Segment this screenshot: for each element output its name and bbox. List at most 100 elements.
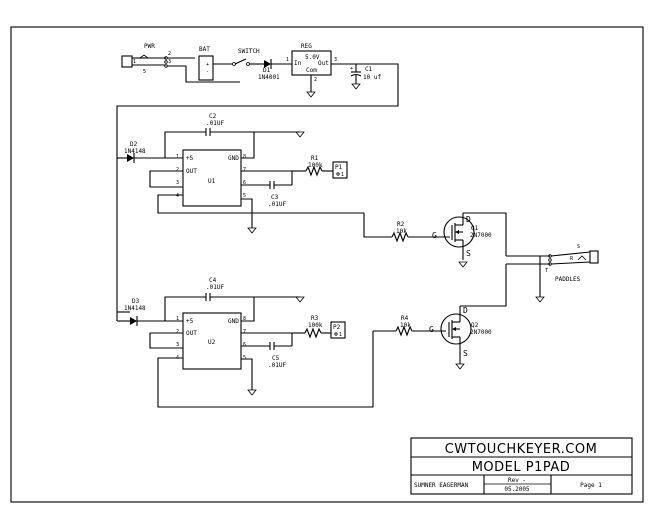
reg-in: In (294, 60, 302, 67)
ground-symbol (306, 91, 316, 98)
revision-date: 05.2005 (504, 486, 530, 493)
d2-part: 1N4148 (124, 148, 146, 155)
r3-value: 100k (308, 322, 323, 329)
power-jack (121, 54, 168, 68)
mosfet-q2 (440, 306, 472, 364)
power-switch (232, 58, 250, 66)
u1-pin-7: 7 (243, 167, 246, 173)
q2-label: Q2 (471, 322, 479, 329)
model-name: MODEL P1PAD (472, 460, 571, 475)
u1-pin-2: 2 (176, 167, 179, 173)
svg-text:+: + (350, 66, 353, 72)
resistor-r4 (395, 325, 413, 337)
r2-label: R2 (397, 221, 405, 228)
q1-drain: D (466, 215, 471, 224)
capacitor-c1: + (350, 64, 362, 84)
ground-symbol (247, 389, 257, 396)
p2-pin: 1 (339, 332, 342, 338)
reg-pin-2: 2 (314, 77, 317, 83)
revision: Rev - (508, 477, 526, 484)
author-name: SUMNER EAGERMAN (414, 482, 469, 489)
q2-drain: D (463, 306, 468, 315)
q2-source: S (463, 349, 468, 358)
header-p2 (330, 321, 346, 339)
battery-switch (198, 55, 214, 81)
p1-label: P1 (335, 164, 343, 171)
drawing-border (10, 26, 644, 503)
resistor-r3 (304, 327, 322, 339)
d1-label: D1 (263, 67, 271, 74)
reg-pin-1: 1 (286, 57, 289, 63)
reg-voltage: 5.0V (305, 54, 320, 61)
page-number: Page 1 (580, 482, 602, 489)
u2-pin-name-out: OUT (186, 330, 197, 337)
u2-pin-name-vcc: +5 (186, 318, 194, 325)
u2-pin-3: 3 (176, 342, 179, 348)
pwr-pin-1: 1 (133, 59, 136, 65)
reg-com: Com (306, 67, 317, 74)
reg-label: REG (301, 43, 312, 50)
u1-pin-6: 6 (243, 180, 246, 186)
d2-label: D2 (130, 141, 138, 148)
paddles-pin-t: T (545, 268, 548, 274)
c2-label: C2 (209, 113, 217, 120)
batt-plus-mark: + (206, 62, 209, 68)
c4-label: C4 (209, 277, 217, 284)
resistor-r2 (391, 231, 409, 243)
u1-pin-name-vcc: +5 (186, 155, 194, 162)
u2-label: U2 (208, 339, 216, 346)
r3-label: R3 (311, 315, 319, 322)
r1-value: 100k (308, 162, 323, 169)
u2-pin-5: 5 (243, 355, 246, 361)
u2-pin-7: 7 (243, 329, 246, 335)
ground-symbol (535, 296, 545, 303)
pwr-pin-3: 3 (168, 59, 171, 65)
ic-u1 (182, 149, 242, 207)
diode-d3 (130, 316, 138, 326)
r4-value: 10k (400, 322, 411, 329)
batt-minus-mark: - (206, 69, 209, 75)
u2-pin-name-gnd: GND (228, 318, 239, 325)
c4-value: .01UF (206, 284, 224, 291)
c2-value: .01UF (206, 120, 224, 127)
company-name: CWTOUCHKEYER.COM (445, 442, 598, 457)
ground-symbol (295, 131, 305, 138)
capacitor-c5 (269, 342, 275, 350)
d1-part: 1N4001 (258, 74, 280, 81)
title-block (410, 437, 633, 495)
u1-pin-1: 1 (176, 154, 179, 160)
r1-label: R1 (311, 155, 319, 162)
reg-pin-3: 3 (334, 57, 337, 63)
u1-pin-5: 5 (243, 193, 246, 199)
ground-symbol (351, 83, 361, 90)
switch-label: SWITCH (238, 48, 260, 55)
u2-pin-1: 1 (176, 316, 179, 322)
capacitor-c4 (205, 293, 211, 301)
d3-label: D3 (132, 298, 140, 305)
q1-label: Q1 (471, 225, 479, 232)
resistor-r1 (305, 165, 323, 177)
u2-pin-6: 6 (243, 342, 246, 348)
u1-pin-name-out: OUT (186, 168, 197, 175)
c5-value: .01UF (268, 362, 286, 369)
ic-u2 (182, 312, 242, 370)
q1-source: S (466, 249, 471, 258)
paddles-pin-s: S (577, 244, 580, 250)
u1-pin-8: 8 (243, 154, 246, 160)
c5-label: C5 (272, 355, 280, 362)
pwr-label: PWR (144, 43, 155, 50)
paddles-pin-r: R (570, 256, 574, 262)
paddles-jack (506, 250, 599, 297)
u1-label: U1 (208, 178, 216, 185)
pwr-pin-2: 2 (168, 51, 171, 57)
r4-label: R4 (401, 315, 409, 322)
q1-part: 2N7000 (470, 232, 492, 239)
u1-pin-3: 3 (176, 180, 179, 186)
c1-label: C1 (365, 66, 373, 73)
pwr-pin-5: 5 (143, 69, 146, 75)
r2-value: 10k (396, 228, 407, 235)
ground-symbol (295, 296, 305, 303)
p2-label: P2 (333, 324, 341, 331)
c3-value: .01UF (268, 201, 286, 208)
